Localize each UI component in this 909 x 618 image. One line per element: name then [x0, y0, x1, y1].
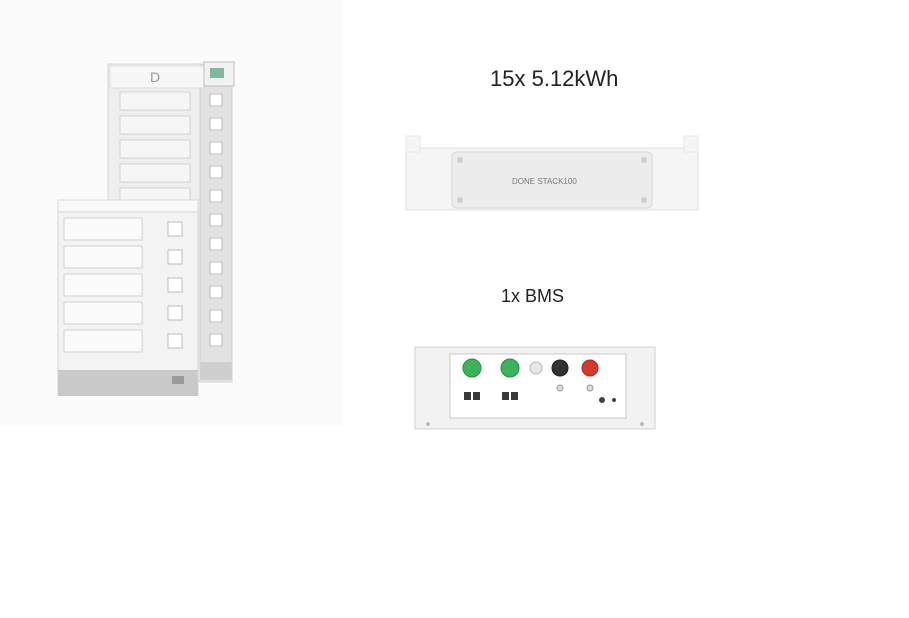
connector-green-icon — [462, 358, 482, 378]
connector-green-icon — [500, 358, 520, 378]
power-button-icon — [529, 361, 543, 375]
modules-label: 15x 5.12kWh — [490, 66, 619, 91]
connector-red-icon — [581, 359, 599, 377]
connector-black-icon — [551, 359, 569, 377]
battery-stack-illustration: D — [57, 61, 235, 396]
svg-text:D: D — [150, 69, 160, 85]
battery-module-front: DONE STACK100 — [404, 134, 700, 214]
battery-stack-photo: D — [0, 0, 342, 426]
rj45-ports-icon — [464, 392, 518, 400]
short-tower — [57, 199, 199, 396]
module-brand-text: DONE STACK100 — [512, 177, 577, 186]
bms-unit-front — [414, 346, 656, 430]
bms-label: 1x BMS — [501, 286, 565, 306]
